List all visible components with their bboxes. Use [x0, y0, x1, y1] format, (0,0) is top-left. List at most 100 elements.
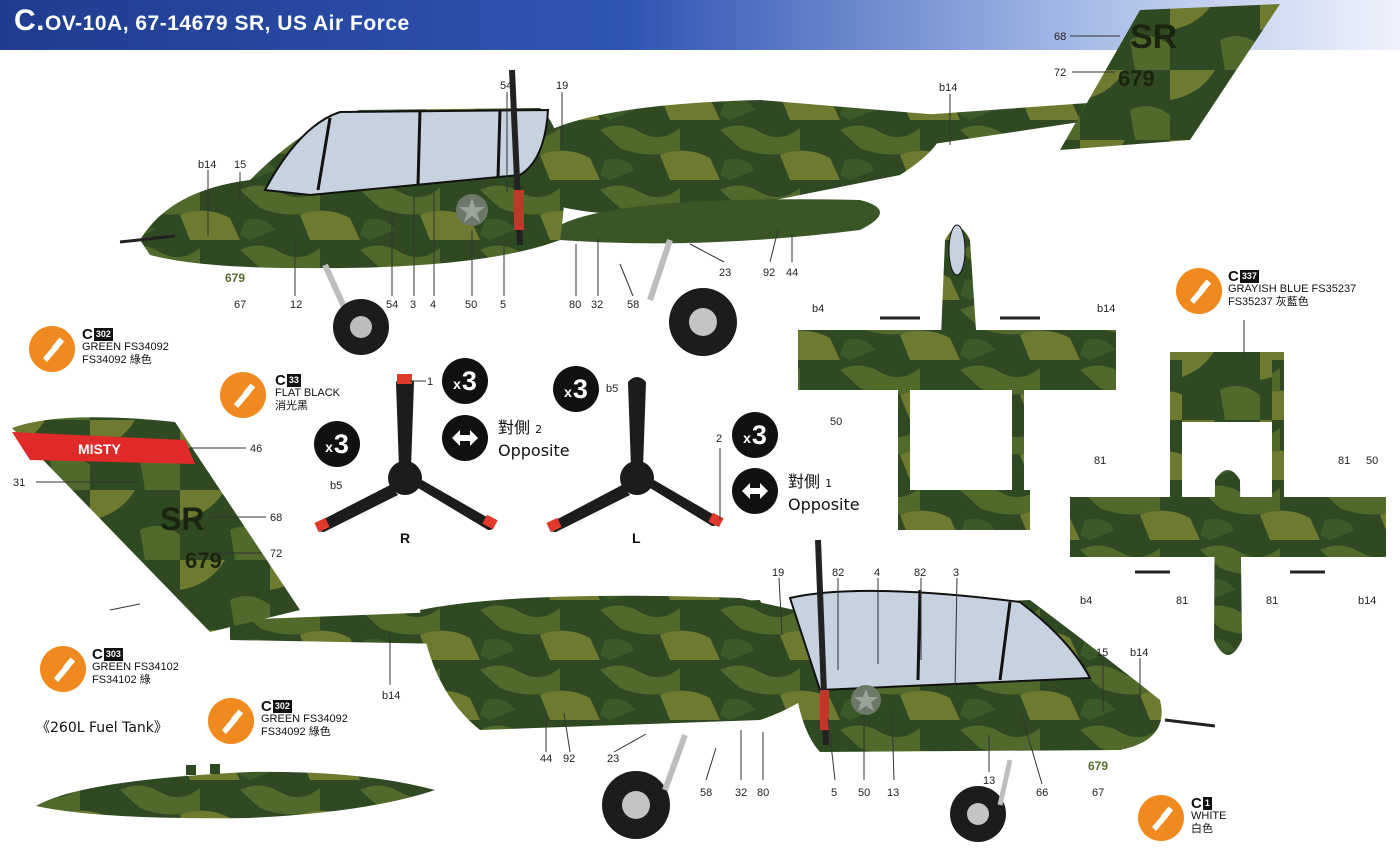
paint-brush-icon: [220, 372, 266, 418]
callout: 3: [953, 567, 959, 579]
bottom-vertical-tail: [12, 417, 300, 632]
callout: 15: [1096, 647, 1108, 659]
callout: 13: [887, 787, 899, 799]
callout: 32: [591, 299, 603, 311]
callout: b14: [1358, 595, 1376, 607]
prop-label-l: L: [632, 530, 641, 546]
bottom-tail-code: SR: [160, 501, 204, 537]
bottom-side-callouts: 46 31 68 72 b14 19 82 4 82 3 15 b14 44 9…: [13, 443, 1148, 799]
plan-callouts: b4 b14 50 81 81 50 b4 81 81 b14 1 b5 b5 …: [330, 303, 1378, 607]
bottom-tail-serial: 679: [185, 548, 222, 573]
callout: b14: [382, 690, 400, 702]
title-text: OV-10A, 67-14679 SR, US Air Force: [45, 12, 410, 35]
callout: 58: [700, 787, 712, 799]
callout: 80: [569, 299, 581, 311]
propeller-right: [314, 374, 498, 533]
callout: b4: [812, 303, 824, 315]
callout: 50: [1366, 455, 1378, 467]
callout: 13: [983, 775, 995, 787]
callout: 50: [465, 299, 477, 311]
callout: 72: [1054, 67, 1066, 79]
callout: b4: [1080, 595, 1092, 607]
callout: 54: [500, 80, 512, 92]
plan-view-top: [798, 224, 1116, 530]
top-nacelle: [520, 100, 944, 216]
callout: b5: [330, 480, 342, 492]
callout: 44: [540, 753, 552, 765]
prop-right-opposite-note: 對側 2 Opposite: [498, 418, 570, 460]
top-tail-code: SR: [1130, 18, 1177, 56]
callout: 81: [1094, 455, 1106, 467]
prop-label-r: R: [400, 530, 410, 546]
top-tail-serial: 679: [1118, 66, 1155, 91]
fuel-tank: [36, 764, 435, 819]
top-side-callouts: 68 72 b14 54 19 b14 15 12 67 54 3 4 50 5…: [198, 31, 1066, 311]
callout: 72: [270, 548, 282, 560]
callout: 5: [500, 299, 506, 311]
fuel-tank-title: 《260L Fuel Tank》: [36, 720, 168, 736]
callout: 1: [427, 376, 433, 388]
callout: 67: [234, 299, 246, 311]
callout: b14: [1097, 303, 1115, 315]
paint-brush-icon: [29, 326, 75, 372]
callout: 23: [719, 267, 731, 279]
callout: 19: [556, 80, 568, 92]
leader-lines: [36, 35, 1245, 785]
callout: 81: [1338, 455, 1350, 467]
bottom-nose-serial: 679: [1088, 759, 1108, 773]
callout: 31: [13, 477, 25, 489]
prop-left-opposite-note: 對側 1 Opposite: [788, 472, 860, 514]
callout: 82: [832, 567, 844, 579]
callout: 68: [270, 512, 282, 524]
callout: 80: [757, 787, 769, 799]
callout: 50: [830, 416, 842, 428]
callout: b14: [198, 159, 216, 171]
misty-banner: [12, 432, 195, 464]
callout: 5: [831, 787, 837, 799]
swap-arrow-icon: [732, 468, 778, 514]
callout: 23: [607, 753, 619, 765]
callout: 92: [763, 267, 775, 279]
top-side-profile: SR 679 679: [119, 4, 1280, 356]
callout: 32: [735, 787, 747, 799]
callout: 3: [410, 299, 416, 311]
callout: b5: [606, 383, 618, 395]
callout: 46: [250, 443, 262, 455]
propeller-left: [546, 377, 724, 533]
top-canopy: [263, 108, 550, 197]
callout: 4: [430, 299, 436, 311]
callout: 58: [627, 299, 639, 311]
callout: 2: [716, 433, 722, 445]
misty-text: MISTY: [78, 441, 121, 457]
callout: 4: [874, 567, 880, 579]
callout: 19: [772, 567, 784, 579]
paint-brush-icon: [1138, 795, 1184, 841]
callout: 12: [290, 299, 302, 311]
callout: 66: [1036, 787, 1048, 799]
callout: 54: [386, 299, 398, 311]
callout: 67: [1092, 787, 1104, 799]
callout: b14: [1130, 647, 1148, 659]
swap-arrow-icon: [442, 415, 488, 461]
paint-brush-icon: [208, 698, 254, 744]
callout: b14: [939, 82, 957, 94]
callout: 44: [786, 267, 798, 279]
callout: 92: [563, 753, 575, 765]
callout: 15: [234, 159, 246, 171]
plan-view-bottom: [1070, 352, 1386, 655]
bottom-canopy: [788, 589, 1092, 692]
bottom-side-profile: MISTY SR 679 679: [12, 417, 1216, 842]
top-nose-serial: 679: [225, 271, 245, 285]
callout: 82: [914, 567, 926, 579]
callout: 68: [1054, 31, 1066, 43]
